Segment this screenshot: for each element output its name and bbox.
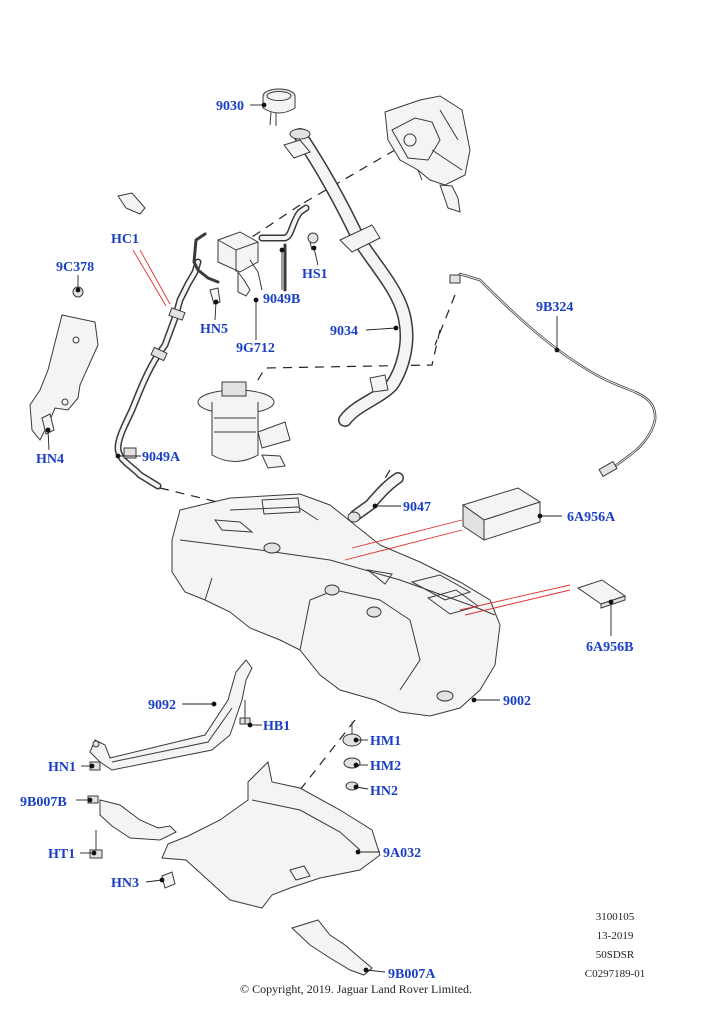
label-6a956a: 6A956A <box>567 510 616 525</box>
label-hm1: HM1 <box>370 734 401 749</box>
label-hn4: HN4 <box>36 452 64 467</box>
heat-shield-bracket-part <box>29 192 221 441</box>
reference-date: 13-2019 <box>596 930 634 942</box>
filler-housing-part <box>384 95 471 213</box>
filler-neck-part <box>283 128 414 427</box>
bracket-9b007b-part <box>99 799 177 841</box>
label-hn3: HN3 <box>111 876 139 891</box>
label-hn1: HN1 <box>48 760 76 775</box>
label-9047: 9047 <box>403 500 431 515</box>
label-9b007a: 9B007A <box>388 967 436 982</box>
label-block-6a956a-part <box>461 487 542 541</box>
fuel-cap-part <box>262 88 296 126</box>
leader-lines <box>45 102 614 973</box>
label-hs1: HS1 <box>302 267 328 282</box>
fuel-pump-module-part <box>197 381 291 469</box>
label-9b324: 9B324 <box>536 300 573 315</box>
label-9b007b: 9B007B <box>20 795 67 810</box>
label-hn2: HN2 <box>370 784 398 799</box>
label-ht1: HT1 <box>48 847 75 862</box>
label-9034: 9034 <box>330 324 358 339</box>
valve-9g712-part <box>217 231 263 297</box>
reference-code: C0297189-01 <box>584 968 646 980</box>
copyright-text: © Copyright, 2019. Jaguar Land Rover Lim… <box>239 982 473 996</box>
fuel-tank-part <box>171 493 501 717</box>
label-9049a: 9049A <box>142 450 181 465</box>
label-hb1: HB1 <box>263 719 290 734</box>
label-block-6a956b-part <box>576 579 627 609</box>
reference-block: 3100105 13-2019 50SDSR C0297189-01 <box>570 908 660 984</box>
label-9002: 9002 <box>503 694 531 709</box>
label-6a956b: 6A956B <box>586 640 633 655</box>
evap-pipe-9049b-part <box>258 204 319 292</box>
label-hc1: HC1 <box>111 232 139 247</box>
label-hn5: HN5 <box>200 322 228 337</box>
label-9092: 9092 <box>148 698 176 713</box>
label-hm2: HM2 <box>370 759 401 774</box>
vent-line-9b324-part <box>449 272 657 478</box>
reference-number: 3100105 <box>595 911 635 923</box>
red-callout-lines <box>132 249 571 616</box>
label-9030: 9030 <box>216 99 244 114</box>
label-9a032: 9A032 <box>383 846 421 861</box>
label-9c378: 9C378 <box>56 260 94 275</box>
label-9g712: 9G712 <box>236 341 275 356</box>
strap-9092-part <box>89 659 253 771</box>
undershield-9a032-part <box>161 760 381 909</box>
pipe-9047-part <box>347 472 404 523</box>
part-labels: 9030 HC1 9C378 HS1 9049B HN5 9G712 9034 … <box>20 99 633 982</box>
reference-model: 50SDSR <box>595 949 635 961</box>
label-9049b: 9049B <box>263 292 300 307</box>
bracket-9b007a-part <box>291 919 373 976</box>
vent-pipe-9049a-part <box>114 232 220 490</box>
